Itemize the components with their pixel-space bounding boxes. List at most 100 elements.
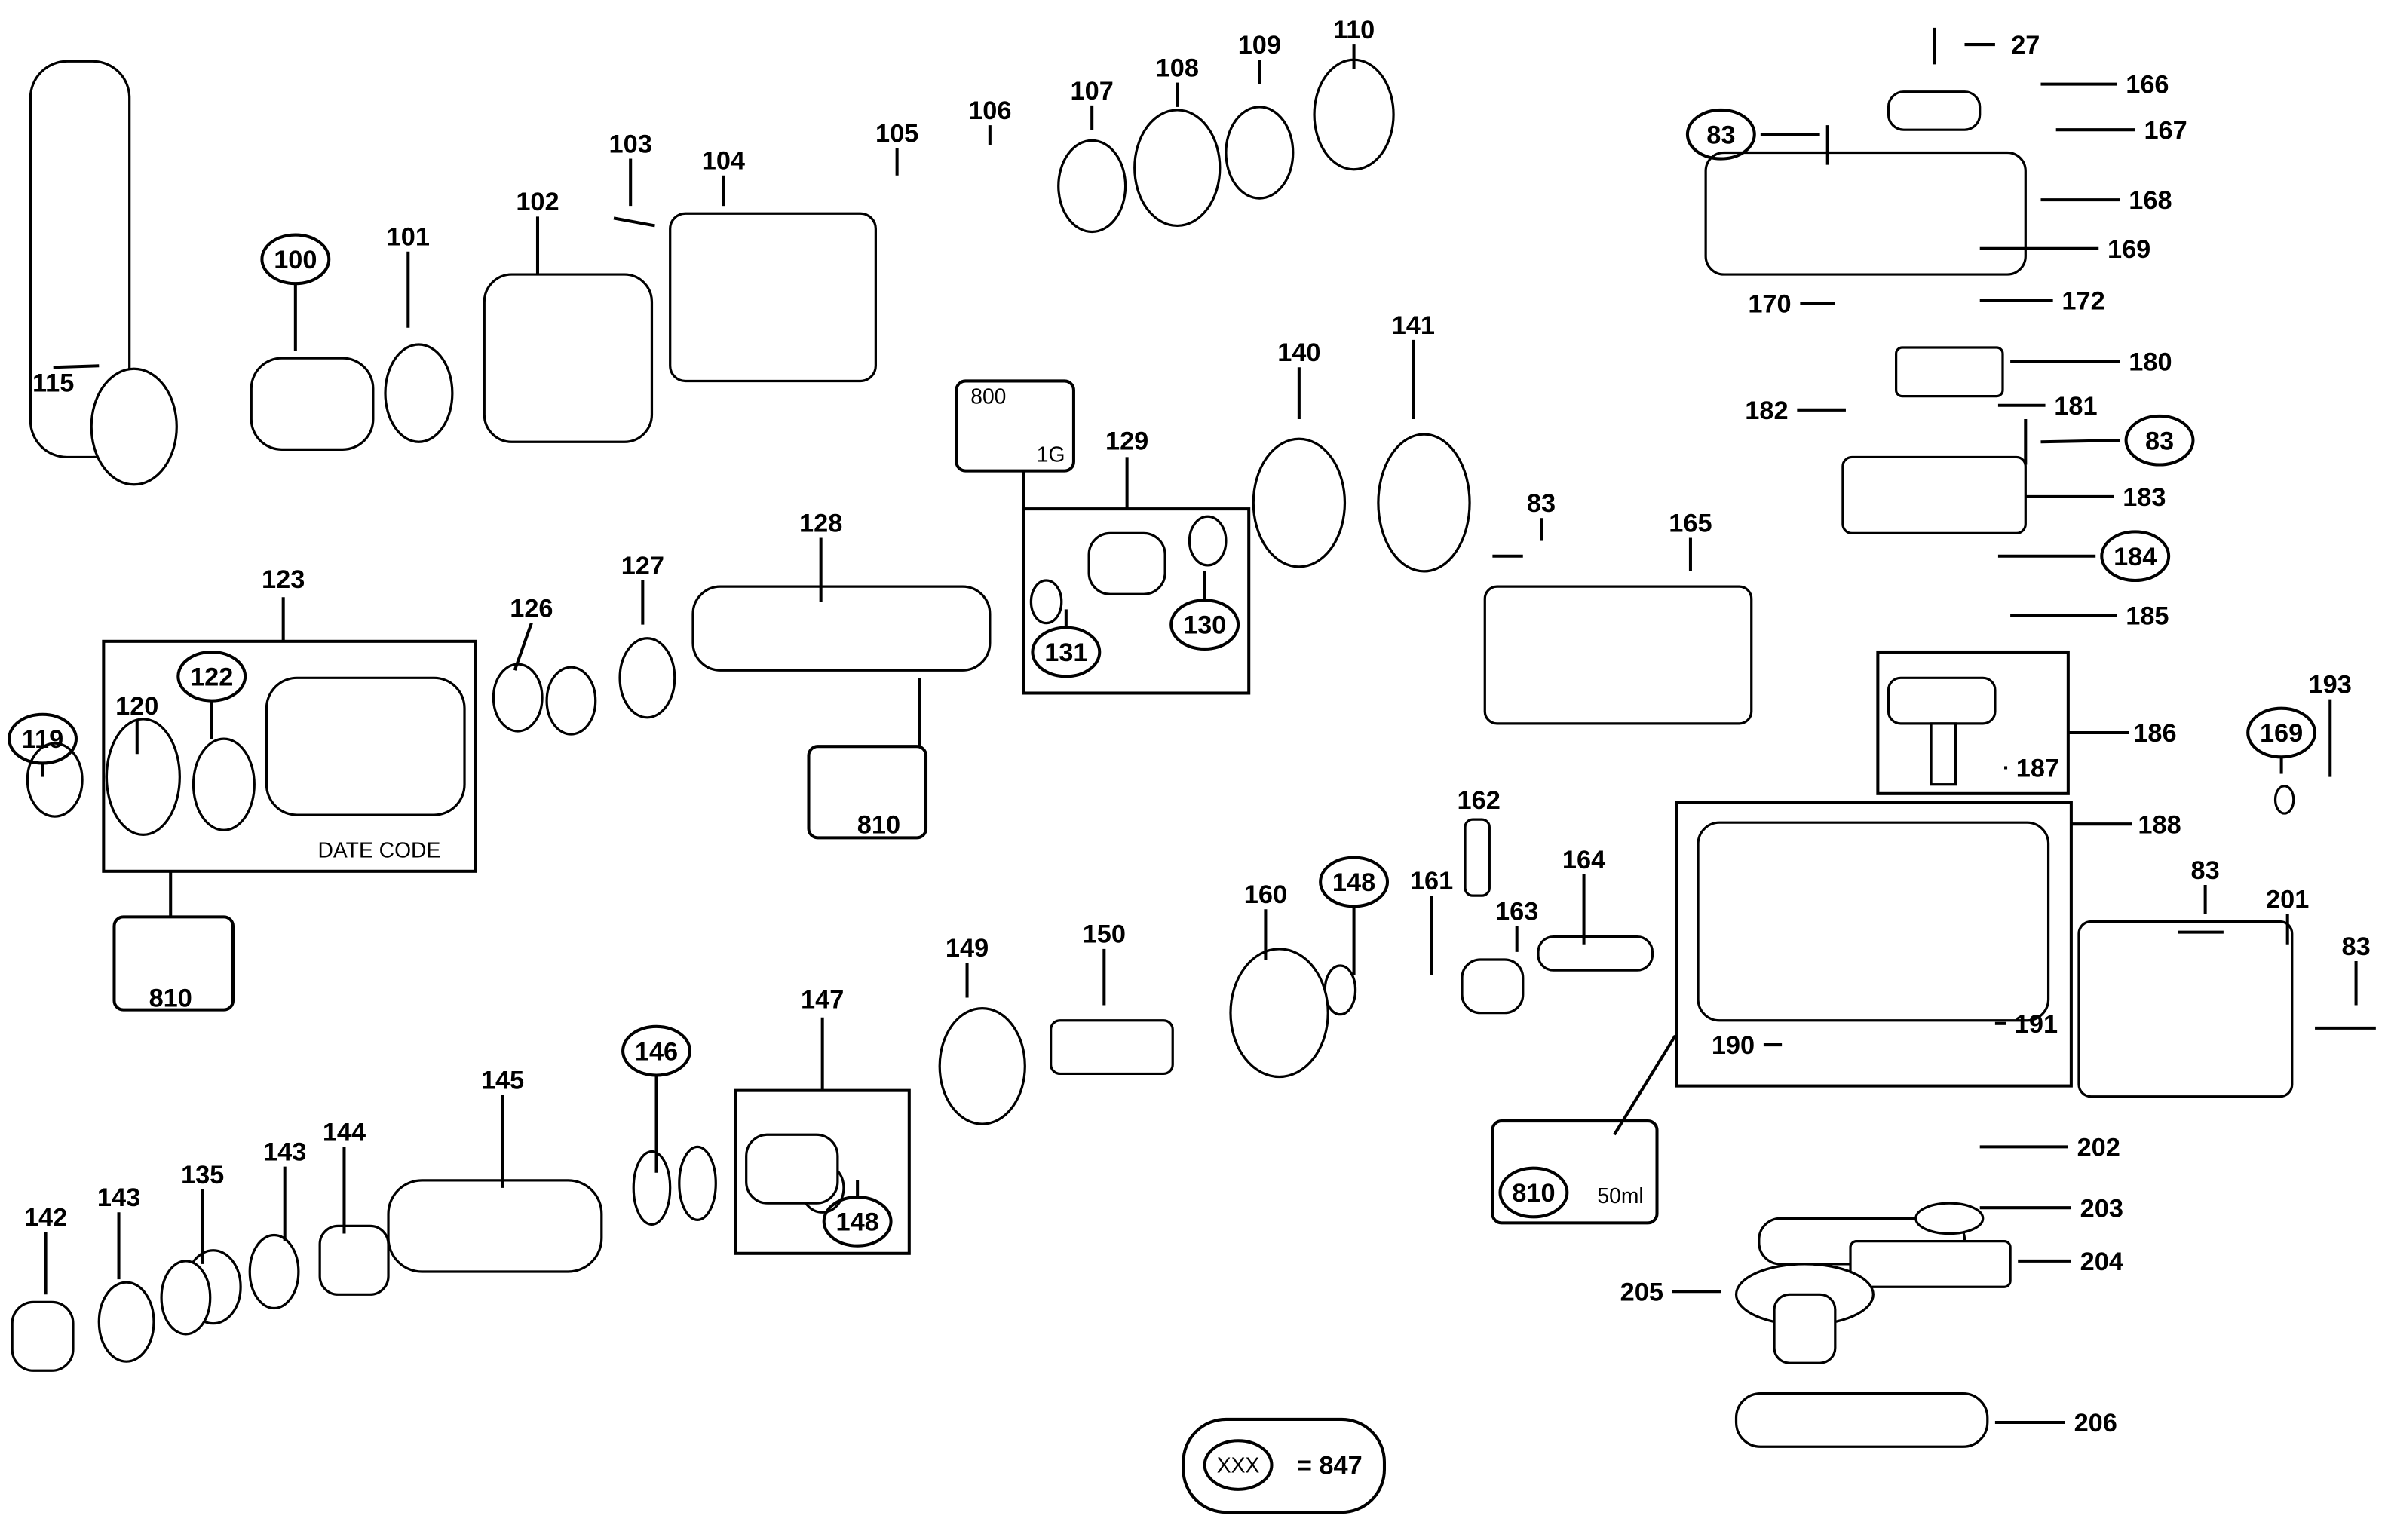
component-part (938, 1006, 1026, 1125)
callout-184: 184 (2114, 543, 2157, 571)
component-part (265, 676, 466, 816)
callout-143: 143 (97, 1183, 140, 1212)
callout-102: 102 (516, 188, 559, 216)
grease-1g-label: 1G (1037, 442, 1065, 466)
component-part (1537, 935, 1654, 972)
callout-147: 147 (801, 986, 844, 1015)
component-part (1464, 818, 1491, 897)
oil-can-box-810 (112, 915, 235, 1012)
callout-circle (176, 650, 247, 703)
kit-box-186 (1876, 650, 2070, 795)
callout-83: 83 (2191, 856, 2220, 885)
component-part (483, 273, 654, 443)
callout-circle (260, 233, 331, 286)
legend-equals: = 847 (1297, 1452, 1363, 1480)
component-part (1849, 1240, 2012, 1288)
component-part (1697, 821, 2050, 1022)
group-frames (102, 379, 2132, 1514)
ring-part (678, 1145, 717, 1221)
kit-box-123 (102, 639, 477, 873)
component-part (387, 1179, 603, 1273)
callout-810: 810 (1512, 1179, 1555, 1208)
group-leaders (41, 43, 2358, 1424)
ring-part (105, 718, 181, 836)
callout-127: 127 (621, 552, 664, 580)
ring-part (2273, 785, 2295, 815)
ring-part (248, 1233, 300, 1310)
grease-800-label: 800 (970, 384, 1006, 409)
callout-193: 193 (2309, 671, 2352, 700)
callout-202: 202 (2077, 1134, 2120, 1162)
callout-143: 143 (263, 1138, 306, 1167)
ring-part (97, 1281, 155, 1363)
callout-180: 180 (2129, 347, 2172, 376)
callout-83: 83 (2341, 932, 2370, 961)
leader-line (513, 622, 533, 671)
callout-126: 126 (510, 595, 553, 623)
callout-119: 119 (22, 725, 63, 754)
component-part (1704, 151, 2027, 276)
ring-part (1057, 139, 1127, 234)
callout-120: 120 (115, 692, 158, 721)
oil-can-box-810 (807, 745, 928, 840)
callout-206: 206 (2074, 1409, 2117, 1437)
component-part (1887, 676, 1997, 725)
callout-129: 129 (1105, 427, 1148, 455)
component-part (90, 367, 178, 486)
callout-circle (822, 1196, 893, 1248)
component-part (745, 1133, 839, 1205)
kit-box-129 (1022, 507, 1251, 695)
ring-part (1323, 964, 1357, 1016)
ring-part (1313, 58, 1395, 171)
component-part (1894, 346, 2004, 398)
component-part (11, 1300, 75, 1372)
callout-circle (2246, 706, 2317, 759)
callout-141: 141 (1392, 311, 1435, 340)
ring-part (384, 343, 454, 443)
component-part (1914, 1202, 1985, 1235)
component-part (1050, 1019, 1174, 1076)
kit-box-188 (1675, 801, 2073, 1088)
callout-131: 131 (1044, 638, 1087, 667)
component-part (1930, 722, 1957, 786)
callout-204: 204 (2080, 1248, 2123, 1276)
component-part (1087, 531, 1166, 595)
callout-circle (1319, 856, 1390, 908)
ring-part (1225, 106, 1295, 200)
callout-108: 108 (1156, 54, 1199, 82)
callout-130: 130 (1183, 611, 1226, 640)
callout-190: 190 (1712, 1031, 1755, 1060)
grease-box-800 (955, 379, 1075, 473)
callout-145: 145 (481, 1067, 524, 1095)
component-part (1734, 1392, 1989, 1448)
ring-part (618, 637, 676, 719)
ring-part (492, 663, 544, 733)
callout-115: 115 (32, 369, 74, 398)
ring-part (545, 666, 597, 736)
ring-part (192, 737, 256, 831)
ring-part (1029, 579, 1063, 625)
ring-part (26, 742, 84, 818)
component-part (2077, 920, 2294, 1098)
callout-107: 107 (1071, 77, 1114, 106)
callout-140: 140 (1277, 338, 1320, 367)
callout-circle (1169, 599, 1240, 651)
callout-142: 142 (24, 1203, 67, 1232)
ring-part (1133, 109, 1222, 228)
component-part (1483, 585, 1753, 725)
callout-186: 186 (2133, 719, 2176, 748)
callout-128: 128 (799, 509, 842, 537)
callout-circle (1498, 1166, 1569, 1219)
callout-83: 83 (1527, 489, 1556, 518)
callout-162: 162 (1458, 786, 1501, 815)
callout-170: 170 (1748, 290, 1791, 319)
callout-161: 161 (1410, 867, 1453, 896)
component-part (1887, 90, 1982, 131)
oil-can-box-810-50ml (1491, 1119, 1659, 1225)
component-part (29, 60, 131, 459)
callout-163: 163 (1495, 897, 1538, 926)
ring-part (632, 1150, 672, 1226)
callout-circle (621, 1024, 691, 1077)
